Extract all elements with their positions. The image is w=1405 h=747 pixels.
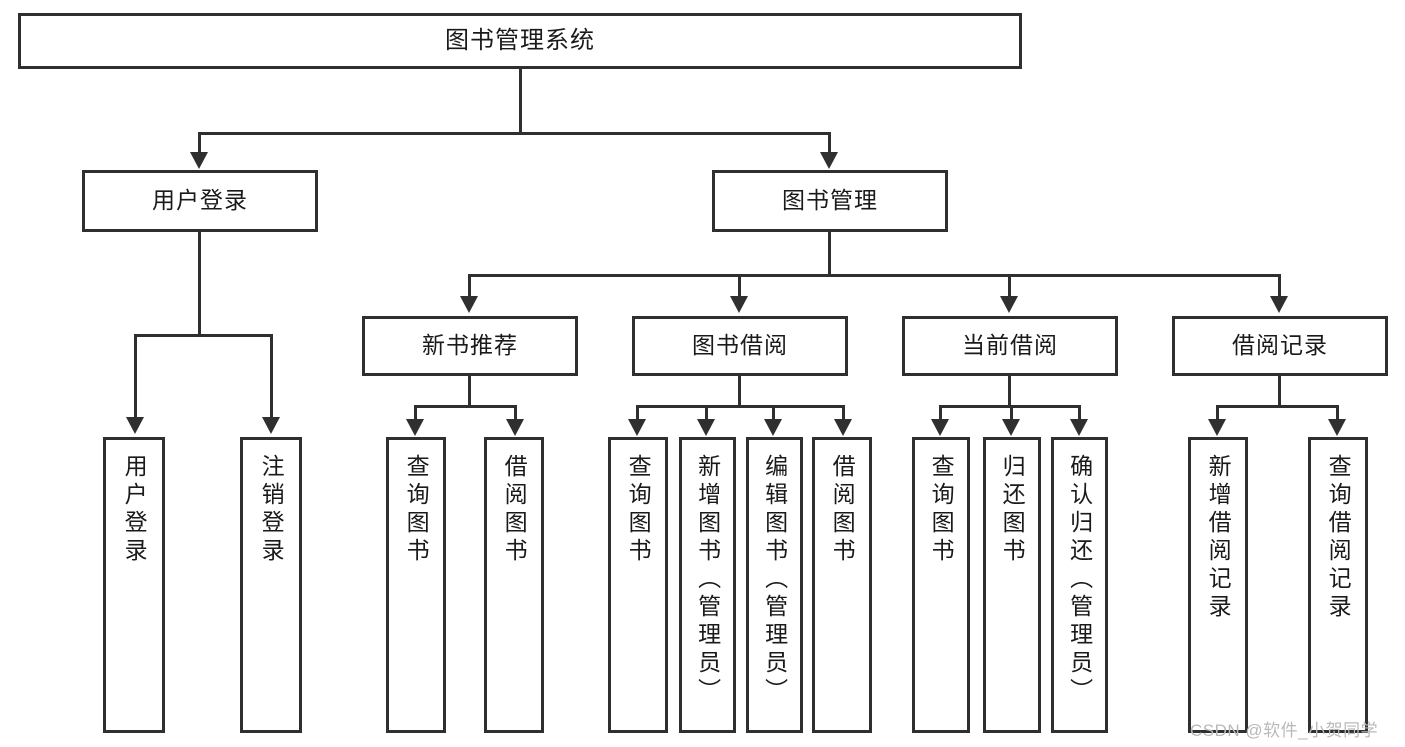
leaf-label: 查询图书 [403, 454, 430, 566]
connector-cb-drop-3 [1078, 405, 1081, 421]
leaf-label: 查询图书 [625, 454, 652, 566]
connector-to-book-manage [828, 132, 831, 154]
leaf-edit-book-admin[interactable]: 编辑图书（管理员） [746, 437, 803, 733]
leaf-label: 查询图书 [928, 454, 955, 566]
connector-br-drop-1 [1216, 405, 1219, 421]
connector-new-book-rec-bus [414, 405, 517, 408]
leaf-query-book-borrow[interactable]: 查询图书 [608, 437, 668, 733]
leaf-add-book-admin[interactable]: 新增图书（管理员） [679, 437, 736, 733]
leaf-label: 编辑图书（管理员） [761, 454, 788, 706]
connector-user-login-stem [198, 232, 201, 337]
leaf-query-book-current[interactable]: 查询图书 [912, 437, 970, 733]
connector-bb-drop-1 [636, 405, 639, 421]
arrowhead-to-borrow-record [1270, 296, 1288, 313]
connector-new-book-rec-stem [468, 376, 471, 408]
leaf-label: 新增图书（管理员） [694, 454, 721, 706]
leaf-confirm-return-admin[interactable]: 确认归还（管理员） [1051, 437, 1108, 733]
arrowhead-leaf-borrow-book-1 [506, 419, 524, 436]
connector-current-borrow-stem [1008, 376, 1011, 408]
node-current-borrow[interactable]: 当前借阅 [902, 316, 1118, 376]
arrowhead-leaf-query-record [1328, 419, 1346, 436]
node-user-login[interactable]: 用户登录 [82, 170, 318, 232]
connector-to-user-login [198, 132, 201, 154]
node-book-borrow[interactable]: 图书借阅 [632, 316, 848, 376]
leaf-label: 借阅图书 [501, 454, 528, 566]
connector-user-login-drop-1 [134, 334, 137, 419]
node-borrow-record[interactable]: 借阅记录 [1172, 316, 1388, 376]
connector-book-manage-bus [468, 274, 1280, 277]
leaf-label: 用户登录 [121, 454, 148, 566]
connector-bb-drop-2 [705, 405, 708, 421]
node-book-manage[interactable]: 图书管理 [712, 170, 948, 232]
arrowhead-leaf-query-book-2 [628, 419, 646, 436]
arrowhead-leaf-edit-book [764, 419, 782, 436]
arrowhead-leaf-add-record [1208, 419, 1226, 436]
connector-root-stem [519, 69, 522, 132]
arrowhead-leaf-query-book-3 [931, 419, 949, 436]
connector-nbr-drop-1 [414, 405, 417, 421]
leaf-label: 借阅图书 [829, 454, 856, 566]
connector-user-login-bus [134, 334, 273, 337]
connector-book-borrow-stem [738, 376, 741, 408]
connector-root-bus [198, 132, 831, 135]
connector-cb-drop-2 [1010, 405, 1013, 421]
arrowhead-leaf-user-logout [262, 417, 280, 434]
leaf-user-logout[interactable]: 注销登录 [240, 437, 302, 733]
leaf-label: 注销登录 [258, 454, 285, 566]
connector-br-drop-2 [1336, 405, 1339, 421]
leaf-user-login[interactable]: 用户登录 [103, 437, 165, 733]
leaf-add-borrow-record[interactable]: 新增借阅记录 [1188, 437, 1248, 733]
arrowhead-to-new-book-rec [460, 296, 478, 313]
arrowhead-leaf-add-book [697, 419, 715, 436]
arrowhead-leaf-borrow-book-2 [834, 419, 852, 436]
connector-book-borrow-bus [636, 405, 845, 408]
connector-cb-drop-1 [939, 405, 942, 421]
arrowhead-leaf-query-book-1 [406, 419, 424, 436]
arrowhead-to-book-manage [820, 152, 838, 169]
leaf-label: 确认归还（管理员） [1066, 454, 1093, 706]
leaf-borrow-book-new-rec[interactable]: 借阅图书 [484, 437, 544, 733]
connector-borrow-record-stem [1278, 376, 1281, 408]
leaf-query-borrow-record[interactable]: 查询借阅记录 [1308, 437, 1368, 733]
leaf-label: 查询借阅记录 [1325, 454, 1352, 622]
node-root-system[interactable]: 图书管理系统 [18, 13, 1022, 69]
connector-to-book-borrow [738, 274, 741, 298]
arrowhead-leaf-confirm-return [1070, 419, 1088, 436]
connector-user-login-drop-2 [270, 334, 273, 419]
leaf-label: 新增借阅记录 [1205, 454, 1232, 622]
leaf-return-book[interactable]: 归还图书 [983, 437, 1041, 733]
connector-to-current-borrow [1008, 274, 1011, 298]
connector-to-new-book-rec [468, 274, 471, 298]
node-new-book-recommend[interactable]: 新书推荐 [362, 316, 578, 376]
arrowhead-to-current-borrow [1000, 296, 1018, 313]
arrowhead-to-book-borrow [730, 296, 748, 313]
arrowhead-leaf-user-login [126, 417, 144, 434]
arrowhead-to-user-login [190, 152, 208, 169]
arrowhead-leaf-return-book [1002, 419, 1020, 436]
connector-bb-drop-4 [842, 405, 845, 421]
connector-borrow-record-bus [1216, 405, 1339, 408]
leaf-borrow-book[interactable]: 借阅图书 [812, 437, 872, 733]
leaf-query-book-new-rec[interactable]: 查询图书 [386, 437, 446, 733]
connector-to-borrow-record [1278, 274, 1281, 298]
leaf-label: 归还图书 [999, 454, 1026, 566]
connector-book-manage-stem [828, 232, 831, 276]
connector-nbr-drop-2 [514, 405, 517, 421]
csdn-watermark: CSDN @软件_小贺同学 [1190, 721, 1379, 740]
connector-bb-drop-3 [772, 405, 775, 421]
